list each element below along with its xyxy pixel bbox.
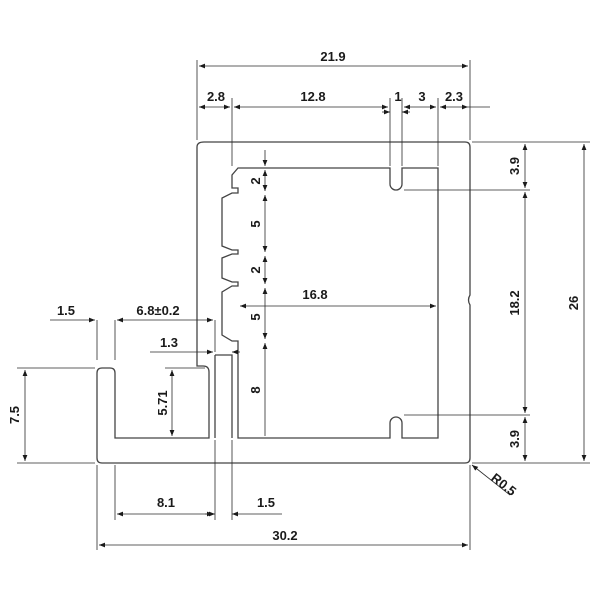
dim-flange-height: 7.5: [7, 406, 22, 424]
dim-notch-top: 3.9: [507, 157, 522, 175]
dim-left-lip: 2.8: [207, 89, 225, 104]
dim-channel-depth: 5.71: [155, 390, 170, 415]
dim-base-wall: 1.5: [257, 495, 275, 510]
dim-step-c: 2: [248, 266, 263, 273]
dim-flange-thickness: 1.5: [57, 303, 75, 318]
dim-gap: 1.3: [160, 335, 178, 350]
profile-outline: [96, 141, 471, 464]
dim-corner-radius: R0.5: [488, 470, 519, 499]
dimension-lines: [22, 63, 587, 548]
extension-lines: [17, 60, 590, 550]
dim-slot-width: 1: [394, 89, 401, 104]
dim-overall-width: 30.2: [272, 528, 297, 543]
dim-notch-span: 18.2: [507, 290, 522, 315]
dim-channel-width: 6.8±0.2: [136, 303, 179, 318]
dim-inner-width: 16.8: [302, 287, 327, 302]
dim-overall-top-width: 21.9: [320, 49, 345, 64]
dim-step-d: 5: [248, 313, 263, 320]
dim-step-a: 2: [248, 177, 263, 184]
dim-notch-bottom: 3.9: [507, 430, 522, 448]
dim-right-wall: 2.3: [445, 89, 463, 104]
dim-overall-height: 26: [566, 296, 581, 310]
dim-slot-offset: 3: [418, 89, 425, 104]
profile-web-line: [215, 354, 233, 438]
profile-inner-cavity: [221, 167, 439, 439]
dim-top-span: 12.8: [300, 89, 325, 104]
profile-outer-contour: [96, 141, 471, 464]
dim-step-b: 5: [248, 220, 263, 227]
dim-lower-cavity: 8: [248, 386, 263, 393]
dim-base-channel: 8.1: [157, 495, 175, 510]
dimension-labels: 21.9 2.8 12.8 1 3 2.3 3.9 18.2 3.9 26 2 …: [7, 49, 581, 543]
